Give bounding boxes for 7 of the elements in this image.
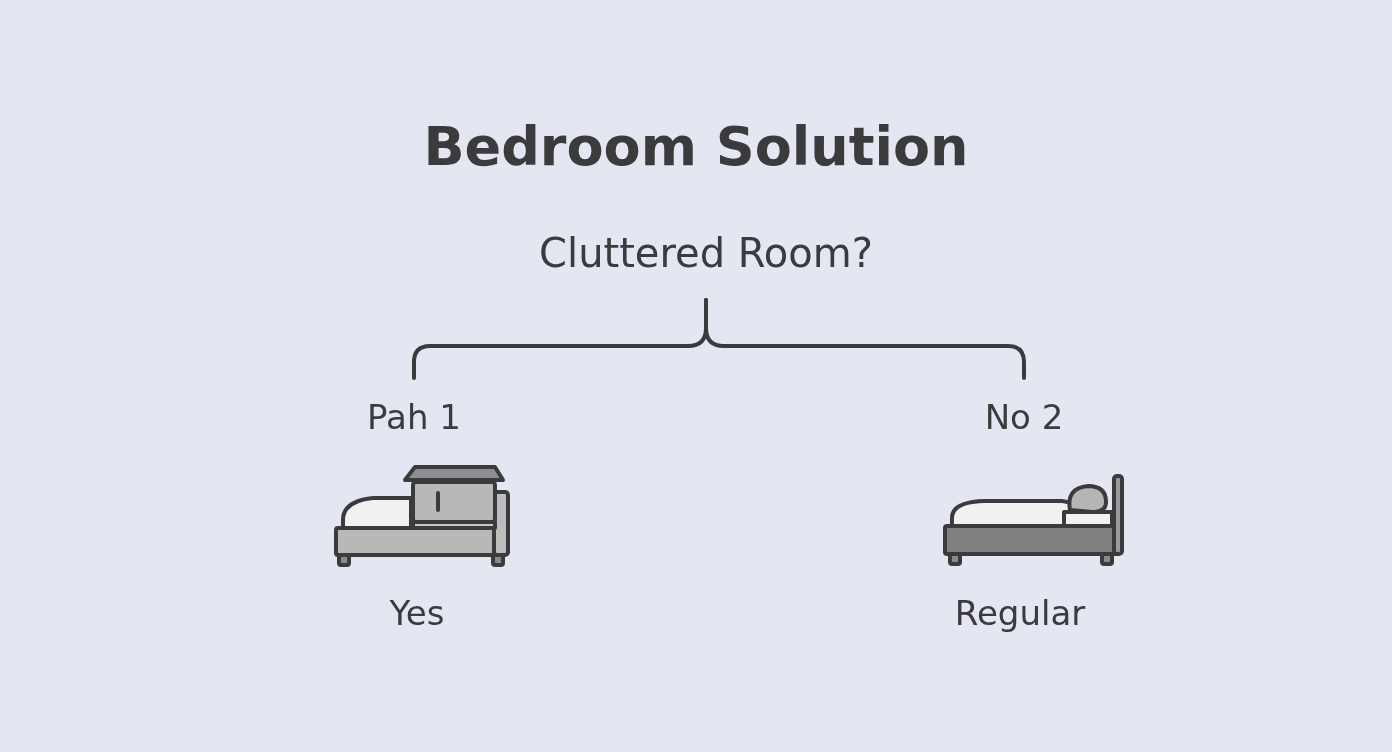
question-text: Cluttered Room? — [539, 229, 873, 278]
branch-label: No 2 — [984, 396, 1064, 439]
caption-text: Regular — [954, 592, 1086, 635]
caption-text: Yes — [389, 592, 445, 635]
brace-connector — [704, 298, 1026, 380]
branch-label: Pah 1 — [367, 396, 461, 439]
title: Bedroom Solution — [422, 114, 970, 180]
